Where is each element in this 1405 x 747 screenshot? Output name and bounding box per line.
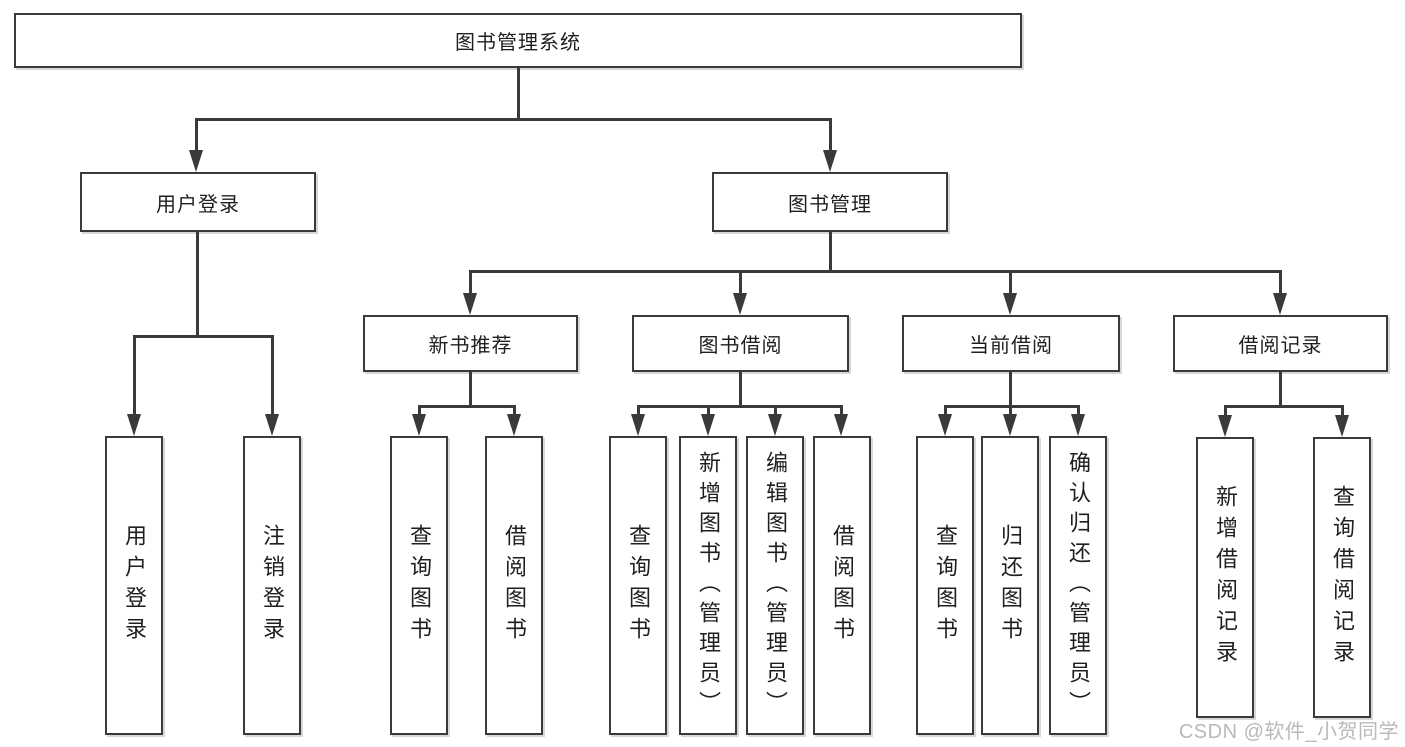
connector-to-leaf-cb-query [944, 405, 947, 416]
connector-book-management-crossbar [469, 270, 1282, 273]
connector-book-borrow-crossbar [637, 405, 842, 408]
arrowhead-leaf-user-login [127, 414, 141, 436]
leaf-br-query-record: 查询借阅记录 [1313, 437, 1371, 718]
leaf-bb-edit-books-admin: 编辑图书（管理员） [746, 436, 804, 735]
leaf-logout: 注销登录 [243, 436, 301, 735]
leaf-logout-label: 注销登录 [260, 523, 285, 648]
leaf-user-login-label: 用户登录 [122, 523, 147, 648]
arrowhead-leaf-logout [265, 414, 279, 436]
connector-to-leaf-user-login [133, 335, 136, 417]
leaf-br-add-record-label: 新增借阅记录 [1213, 484, 1238, 671]
arrowhead-leaf-nb-borrow [507, 414, 521, 436]
node-user-login-label: 用户登录 [156, 193, 240, 216]
connector-to-new-book-recommend [469, 270, 472, 295]
arrowhead-borrowing-records [1273, 293, 1287, 315]
arrowhead-leaf-nb-query [412, 414, 426, 436]
arrowhead-user-login [189, 150, 203, 172]
node-book-borrowing-label: 图书借阅 [698, 335, 783, 357]
connector-book-management-stem [829, 232, 832, 272]
node-root: 图书管理系统 [14, 13, 1022, 68]
csdn-watermark: CSDN @软件_小贺同学 [1178, 721, 1399, 743]
leaf-cb-return-books-label: 归还图书 [998, 523, 1023, 648]
leaf-bb-add-books-admin: 新增图书（管理员） [679, 436, 737, 735]
connector-user-login-crossbar [133, 335, 273, 338]
arrowhead-leaf-br-add [1218, 415, 1232, 437]
node-current-borrowing-label: 当前借阅 [969, 335, 1053, 357]
node-new-book-recommend-label: 新书推荐 [428, 335, 513, 357]
leaf-cb-query-books: 查询图书 [916, 436, 974, 735]
arrowhead-leaf-bb-add [701, 414, 715, 436]
arrowhead-book-management [823, 150, 837, 172]
connector-to-leaf-cb-confirm [1077, 405, 1080, 416]
connector-to-leaf-nb-borrow [513, 405, 516, 416]
connector-to-leaf-cb-return [1009, 405, 1012, 416]
leaf-nb-query-books-label: 查询图书 [407, 523, 432, 648]
connector-borrow-record-crossbar [1224, 405, 1343, 408]
node-borrowing-records-label: 借阅记录 [1238, 335, 1323, 357]
node-book-borrowing: 图书借阅 [632, 315, 849, 372]
connector-new-book-crossbar [418, 405, 516, 408]
node-book-management: 图书管理 [712, 172, 948, 232]
leaf-cb-return-books: 归还图书 [981, 436, 1039, 735]
leaf-br-add-record: 新增借阅记录 [1196, 437, 1254, 718]
node-current-borrowing: 当前借阅 [902, 315, 1120, 372]
leaf-bb-borrow-books: 借阅图书 [813, 436, 871, 735]
connector-borrow-record-stem [1279, 372, 1282, 407]
arrowhead-leaf-cb-confirm [1071, 414, 1085, 436]
node-borrowing-records: 借阅记录 [1173, 315, 1388, 372]
connector-to-book-borrowing [739, 270, 742, 295]
connector-to-current-borrowing [1009, 270, 1012, 295]
connector-to-borrowing-records [1279, 270, 1282, 295]
leaf-cb-confirm-return-admin: 确认归还（管理员） [1049, 436, 1107, 735]
node-new-book-recommend: 新书推荐 [363, 315, 578, 372]
leaf-nb-query-books: 查询图书 [390, 436, 448, 735]
connector-to-leaf-logout [271, 335, 274, 417]
leaf-bb-edit-books-admin-label: 编辑图书（管理员） [763, 450, 788, 721]
connector-to-leaf-br-add [1224, 405, 1227, 416]
arrowhead-leaf-bb-edit [768, 414, 782, 436]
connector-root-to-book-management [829, 118, 832, 154]
leaf-bb-query-books-label: 查询图书 [626, 523, 651, 648]
node-book-management-label: 图书管理 [788, 193, 872, 216]
arrowhead-leaf-cb-return [1003, 414, 1017, 436]
leaf-bb-borrow-books-label: 借阅图书 [830, 523, 855, 648]
connector-to-leaf-br-query [1341, 405, 1344, 416]
leaf-cb-query-books-label: 查询图书 [933, 523, 958, 648]
leaf-cb-confirm-return-admin-label: 确认归还（管理员） [1066, 450, 1091, 721]
leaf-nb-borrow-books-label: 借阅图书 [502, 523, 527, 648]
connector-to-leaf-bb-add [707, 405, 710, 416]
arrowhead-leaf-cb-query [938, 414, 952, 436]
connector-book-borrow-stem [739, 372, 742, 407]
connector-root-crossbar [195, 118, 831, 121]
arrowhead-new-book-recommend [463, 293, 477, 315]
leaf-bb-query-books: 查询图书 [609, 436, 667, 735]
leaf-user-login: 用户登录 [105, 436, 163, 735]
connector-current-borrow-crossbar [944, 405, 1079, 408]
arrowhead-leaf-bb-query [631, 414, 645, 436]
node-root-label: 图书管理系统 [455, 32, 581, 54]
leaf-br-query-record-label: 查询借阅记录 [1330, 484, 1355, 671]
arrowhead-book-borrowing [733, 293, 747, 315]
arrowhead-leaf-br-query [1335, 415, 1349, 437]
connector-root-stem [517, 68, 520, 118]
leaf-bb-add-books-admin-label: 新增图书（管理员） [696, 450, 721, 721]
connector-to-leaf-bb-borrow [840, 405, 843, 416]
node-user-login: 用户登录 [80, 172, 316, 232]
connector-to-leaf-nb-query [418, 405, 421, 416]
connector-new-book-stem [469, 372, 472, 407]
connector-user-login-stem [196, 232, 199, 335]
connector-root-to-user-login [195, 118, 198, 154]
arrowhead-leaf-bb-borrow [834, 414, 848, 436]
leaf-nb-borrow-books: 借阅图书 [485, 436, 543, 735]
connector-to-leaf-bb-query [637, 405, 640, 416]
arrowhead-current-borrowing [1003, 293, 1017, 315]
connector-current-borrow-stem [1009, 372, 1012, 407]
connector-to-leaf-bb-edit [774, 405, 777, 416]
